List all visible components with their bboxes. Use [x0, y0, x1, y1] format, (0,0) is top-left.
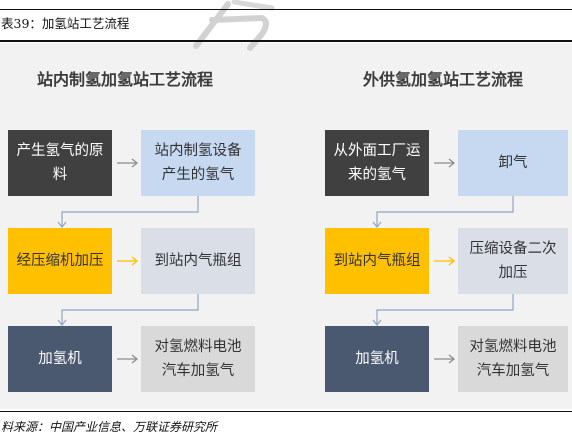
flow-step-label: 到站内气瓶组	[154, 253, 242, 269]
diagram-title-external: 外供氢加氢站工艺流程	[362, 70, 523, 89]
flow-step-label: 对氢燃料电池汽车加氢气	[469, 339, 557, 379]
flow-step-label: 压缩设备二次加压	[469, 241, 557, 281]
flow-step-source: 产生氢气的原料	[8, 130, 112, 196]
source-note: 料来源：中国产业信息、万联证券研究所	[1, 420, 218, 434]
figure-caption: 表39：加氢站工艺流程	[1, 16, 130, 31]
flow-step-source: 到站内气瓶组	[325, 228, 429, 294]
flow-step-label: 加氢机	[355, 351, 399, 367]
flow-step-label: 到站内气瓶组	[333, 253, 421, 269]
figure-header: 表39：加氢站工艺流程	[0, 9, 572, 42]
flow-step-label: 加氢机	[38, 351, 82, 367]
flow-step-target: 站内制氢设备产生的氢气	[141, 130, 255, 196]
flow-step-label: 对氢燃料电池汽车加氢气	[154, 339, 242, 379]
flow-step-source: 经压缩机加压	[8, 228, 112, 294]
flow-step-target: 对氢燃料电池汽车加氢气	[141, 326, 255, 392]
flow-step-target: 到站内气瓶组	[141, 228, 255, 294]
flow-step-label: 产生氢气的原料	[16, 143, 104, 183]
flow-step-label: 卸气	[498, 155, 528, 171]
flow-step-label: 经压缩机加压	[16, 253, 104, 269]
flow-step-target: 卸气	[458, 130, 568, 196]
flow-step-label: 站内制氢设备产生的氢气	[154, 143, 242, 183]
flow-step-label: 从外面工厂运来的氢气	[333, 143, 421, 183]
flow-step-source: 加氢机	[325, 326, 429, 392]
flow-step-target: 压缩设备二次加压	[458, 228, 568, 294]
diagram-title-onsite: 站内制氢加氢站工艺流程	[36, 70, 213, 89]
flow-step-source: 加氢机	[8, 326, 112, 392]
flow-step-target: 对氢燃料电池汽车加氢气	[458, 326, 568, 392]
footer-divider	[0, 411, 572, 412]
watermark-stroke	[231, 0, 275, 11]
flow-step-source: 从外面工厂运来的氢气	[325, 130, 429, 196]
